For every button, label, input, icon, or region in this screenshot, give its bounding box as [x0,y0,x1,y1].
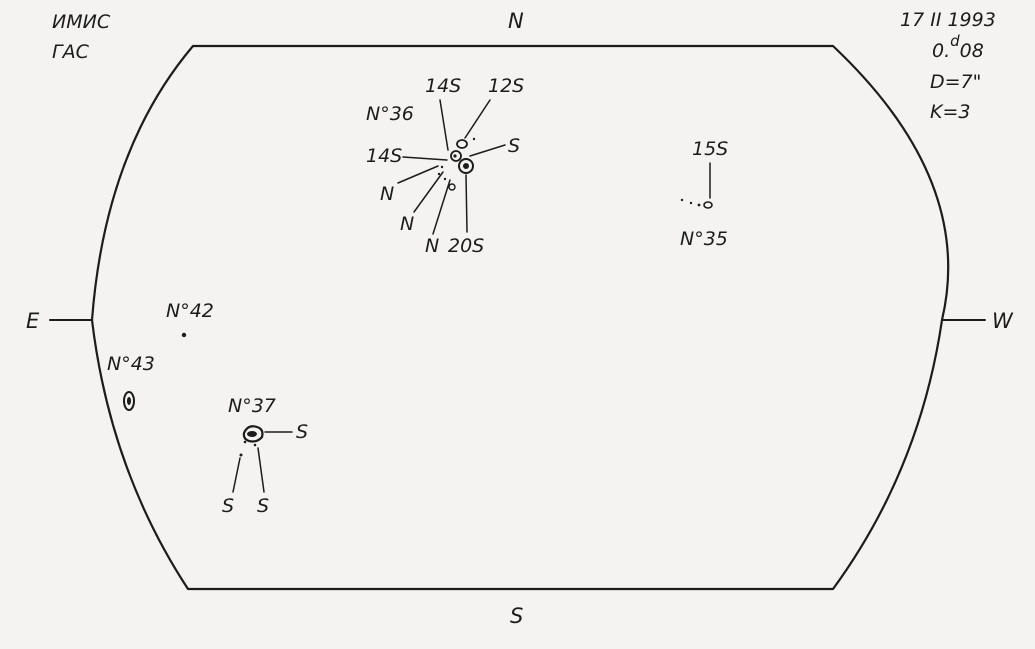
spot-36-c [458,158,474,174]
group-42: N°42 [166,300,214,338]
group-37-name: N°37 [228,395,276,417]
pore-37-1 [243,440,247,444]
time-main: 0. [932,40,950,62]
spot-37-umbra [247,431,257,437]
observatory-line2: ГАС [52,41,90,63]
group-36-label-20s: 20S [448,235,484,257]
observation-date: 17 II 1993 [900,9,996,31]
observatory-line1: ИМИС [52,11,111,33]
east-label: E [26,309,40,333]
group-43-name: N°43 [107,353,155,375]
group-37-label-right: S [296,421,308,443]
group-37: N°37 S S S [222,395,308,517]
spot-36-b-umbra [453,154,457,158]
group-36-label-n3: N [425,235,439,257]
group-36-label-s: S [508,135,520,157]
pore-36-3 [443,177,447,181]
group-36-label-14s-top: 14S [425,75,461,97]
group-35: 15S N°35 [680,138,728,250]
solar-disk-outline [90,44,950,591]
spot-36-d [448,183,456,191]
pore-37-2 [253,443,257,447]
pore-35-2 [689,201,693,205]
group-36-name: N°36 [366,103,414,125]
pore-35-1 [680,198,684,202]
west-label: W [992,309,1014,333]
group-37-label-left: S [222,495,234,517]
group-36-label-12s: 12S [488,75,524,97]
time-sup: d [950,32,960,50]
group-43: N°43 [107,353,155,411]
group-36-leaders [397,99,506,235]
north-label: N [508,9,524,33]
spot-36-c-umbra [463,163,469,169]
group-37-leaders [232,431,293,493]
quality-value: K=3 [930,101,970,123]
spot-43-umbra [127,397,131,405]
south-label: S [510,604,523,628]
group-36-label-n2: N [400,213,414,235]
pore-35-3 [697,203,701,207]
group-36-label-14s-left: 14S [366,145,402,167]
spot-43 [123,391,135,411]
spot-37-main [242,425,264,443]
group-36: N°36 14S 12S S 14S N N N 20S [366,75,524,257]
time-rest: 08 [960,40,984,62]
pore-36-2 [437,172,441,176]
observation-time: 0.d08 [932,32,984,62]
seeing-value: D=7" [930,71,981,93]
spot-36-b [450,150,462,162]
group-36-spots [437,137,476,191]
group-37-label-mid: S [257,495,269,517]
pore-36-4 [472,137,476,141]
group-36-label-n1: N [380,183,394,205]
pore-36-1 [440,165,444,169]
spot-36-a [456,139,468,149]
spot-35-a [703,201,713,209]
group-35-label: 15S [692,138,728,160]
pore-37-3 [239,453,243,457]
group-35-name: N°35 [680,228,728,250]
spot-42 [181,332,187,338]
group-42-name: N°42 [166,300,214,322]
